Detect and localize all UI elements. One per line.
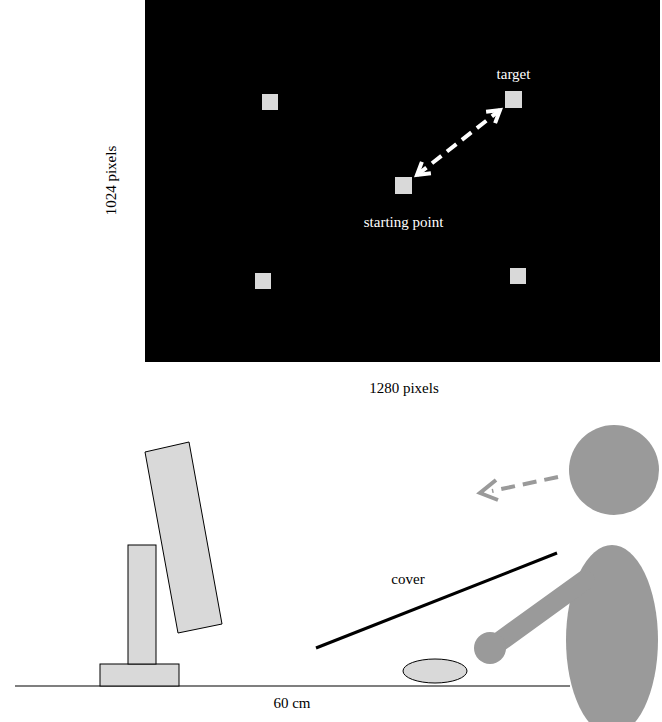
dimension-label: 60 cm	[273, 695, 310, 712]
cover-board	[316, 553, 557, 648]
arrowhead	[417, 162, 431, 175]
person-hand	[474, 632, 506, 664]
monitor-base	[100, 664, 179, 686]
target-square: target	[505, 91, 522, 108]
distractor-square	[255, 273, 271, 289]
table-line	[15, 685, 570, 686]
square-label: target	[497, 66, 531, 83]
square-label: starting point	[364, 214, 444, 231]
mouse	[403, 659, 467, 683]
distractor-square	[510, 268, 526, 284]
gaze-arrowhead	[480, 480, 498, 500]
dimension-label: 1280 pixels	[369, 380, 439, 397]
movement-arrow	[417, 110, 500, 175]
monitor-screen	[145, 442, 222, 633]
dashed-line	[417, 110, 500, 175]
dimension-label: cover	[391, 571, 424, 588]
target-square: starting point	[395, 177, 412, 194]
person-arm	[495, 580, 585, 645]
gaze-line	[492, 477, 558, 491]
dimension-label: 1024 pixels	[104, 145, 121, 215]
monitor-stand	[128, 545, 156, 664]
distractor-square	[262, 94, 278, 110]
person-head	[569, 425, 659, 515]
arrowhead	[486, 110, 500, 123]
screen-area	[145, 0, 660, 362]
